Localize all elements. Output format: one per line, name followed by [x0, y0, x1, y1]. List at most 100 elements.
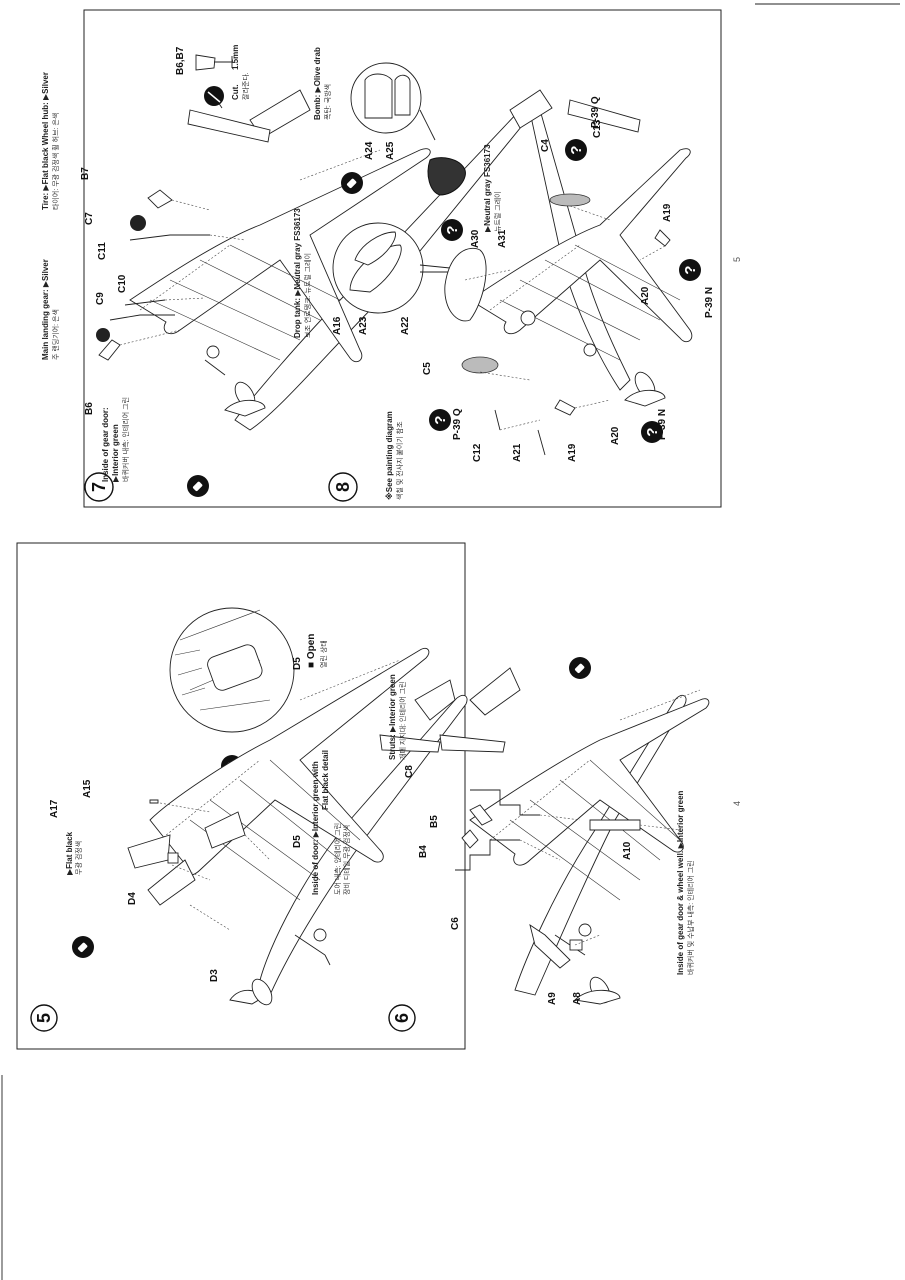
label-b4: B4	[418, 845, 429, 858]
tire-kr: 타이어: 무광 검정색 휠 허브: 은색	[51, 113, 60, 210]
label-d4: D4	[127, 892, 138, 905]
variant-q-right: P-39 Q	[590, 96, 601, 128]
label-a15: A15	[82, 779, 93, 798]
label-a10: A10	[622, 841, 633, 860]
tire-en: Tire: ▶Flat black Wheel hub: ▶Silver	[41, 72, 50, 210]
label-a8: A8	[572, 992, 583, 1005]
step-6-badge	[388, 1004, 416, 1032]
gear-door-kr: 바퀴커버 및 수납부 내측: 인테리어 그린	[686, 860, 695, 975]
see-painting-kr: 색칠 및 전사지 붙이기 참조	[395, 421, 404, 500]
label-c12: C12	[472, 443, 483, 462]
part-c5	[461, 356, 499, 374]
cement-icon	[569, 657, 591, 679]
label-a31: A31	[497, 229, 508, 248]
drop-tank-detail-circle	[332, 222, 451, 314]
inside-door-kr1: 도어 내측: 인테리어 그린	[333, 823, 342, 895]
part-c11	[129, 234, 210, 241]
aircraft-drawing-step8	[469, 89, 693, 407]
bomb-detail-circle	[350, 62, 436, 141]
drop-tank-kr: 보조 연료탱크: 뉴트럴 그레이	[303, 253, 312, 338]
svg-text:?: ?	[644, 427, 661, 436]
drop-tank-part	[444, 247, 487, 322]
label-a19-right: A19	[662, 203, 673, 222]
step-6: 6 C8 B5 B4	[388, 657, 710, 1032]
wheel-b6	[96, 328, 110, 342]
svg-text:?: ?	[568, 145, 585, 154]
cut-en: Cut.	[231, 84, 240, 100]
aircraft-drawing-step5	[149, 647, 468, 1006]
label-d5: D5	[292, 835, 303, 848]
aircraft-drawing-step6	[439, 667, 710, 1005]
label-b5: B5	[429, 815, 440, 828]
step-5: 5 ?	[30, 607, 468, 1032]
variant-n-right: P-39 N	[704, 287, 715, 318]
main-gear-en: Main landing gear: ▶Silver	[41, 259, 50, 360]
strut-c8-line	[470, 789, 540, 816]
label-a24: A24	[364, 141, 375, 160]
inside-gear-kr: 바퀴커버 내측: 인테리어 그린	[121, 397, 130, 482]
strut-c6-line	[455, 839, 520, 871]
part-c9	[109, 314, 175, 321]
step-7-badge	[84, 472, 114, 502]
part-d4	[147, 859, 196, 906]
step-8-number: 8	[333, 482, 353, 492]
label-c6: C6	[450, 917, 461, 930]
label-c13: C13	[592, 119, 603, 138]
b6-b7-cut-detail	[195, 54, 233, 109]
part-c10	[124, 299, 166, 306]
inside-gear-en2: ▶Interior green	[111, 424, 120, 482]
svg-text:?: ?	[444, 225, 461, 234]
label-c7: C7	[84, 212, 95, 225]
label-c9: C9	[95, 292, 106, 305]
label-d5-open: D5	[292, 657, 303, 670]
flat-black-kr: 무광 검정색	[74, 841, 83, 875]
bomb-part	[427, 157, 466, 196]
label-b6-b7: B6,B7	[175, 46, 186, 75]
label-a22: A22	[400, 316, 411, 335]
label-a21: A21	[512, 443, 523, 462]
label-a16: A16	[332, 316, 343, 335]
size-1-5mm: 1.5mm	[231, 45, 240, 70]
label-a17: A17	[49, 799, 60, 818]
part-b5	[469, 804, 493, 826]
svg-text:?: ?	[432, 415, 449, 424]
page-number-4: 4	[732, 801, 742, 806]
step-8: 8 ? ? ? ? ?	[293, 47, 715, 502]
label-a20-right: A20	[640, 286, 651, 305]
step-5-number: 5	[34, 1013, 54, 1023]
step6-labels: C8 B5 B4 C6 A10 A9 A8 Struts: ▶Interior …	[388, 674, 695, 1005]
main-gear-kr: 주 랜딩기어: 은색	[51, 309, 60, 360]
part-a19	[554, 399, 576, 416]
label-c4: C4	[540, 139, 551, 152]
page-number-5: 5	[732, 257, 742, 262]
label-c8: C8	[404, 765, 415, 778]
label-a30: A30	[470, 229, 481, 248]
label-a20: A20	[610, 426, 621, 445]
inside-door-en1: Inside of door: ▶Interior green with	[311, 761, 320, 895]
struts-kr: 개폐 지지대: 인테리어 그린	[398, 681, 407, 760]
see-painting-en: ※See painting diagram	[384, 411, 394, 500]
paint-question-icon: ?	[429, 409, 451, 431]
variant-q-left: P-39 Q	[452, 408, 463, 440]
variant-n-left: P-39 N	[657, 409, 668, 440]
part-c4	[549, 193, 591, 207]
step-5-badge	[30, 1004, 58, 1032]
step-7-number: 7	[89, 482, 109, 492]
inside-door-en2: Flat black detail	[321, 750, 330, 810]
part-c7	[130, 215, 146, 231]
inside-door-kr2: 장비 디테일 무광 검정색	[342, 825, 351, 895]
label-a9: A9	[547, 992, 558, 1005]
gear-door-en: Inside of gear door & wheel well: ▶Inter…	[676, 790, 685, 975]
open-detail-circle	[169, 607, 295, 733]
svg-text:?: ?	[682, 265, 699, 274]
step7-labels: B6 C9 C10 C11 C7 B7 B6,B7 Main landing g…	[41, 45, 250, 482]
label-c5: C5	[422, 362, 433, 375]
step-8-badge	[328, 472, 358, 502]
cement-icon	[187, 475, 209, 497]
open-kr: 열린 상태	[319, 640, 328, 668]
label-a23: A23	[358, 316, 369, 335]
label-a25: A25	[385, 141, 396, 160]
cement-icon	[341, 172, 363, 194]
paint-question-icon: ?	[641, 421, 663, 443]
